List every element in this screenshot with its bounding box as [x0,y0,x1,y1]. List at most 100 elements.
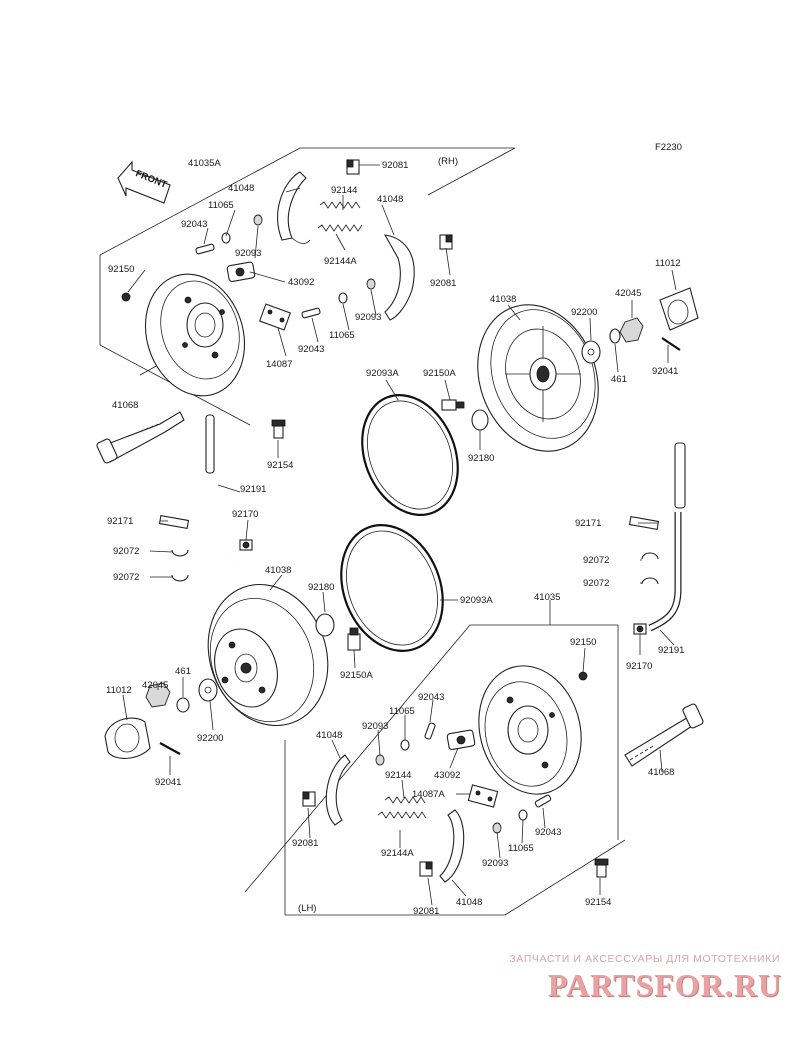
callout-92171-right: 92171 [575,518,601,529]
callout-92170-left: 92170 [232,509,258,520]
rh-section-label: (RH) [438,156,458,167]
rh-spacer [609,328,621,344]
callout-92154-rh: 92154 [267,460,293,471]
rh-brake-panel [144,273,246,397]
lh-pin-lower [534,794,552,808]
lh-washer [198,678,218,702]
rh-bracket [259,303,291,331]
callout-92191-right: 92191 [658,645,684,656]
callout-41048-lh-lower: 41048 [456,897,482,908]
callout-92072-right-1: 92072 [583,555,609,566]
callout-11012-rh: 11012 [655,258,681,269]
callout-461-rh: 461 [611,374,627,385]
rh-washer-upper [221,232,231,244]
lh-shoe-lining-lower [419,861,433,877]
callout-92081-lh-upper: 92081 [292,838,318,849]
lh-bleeder-bolt [594,858,609,878]
rh-brake-shoe-upper [277,171,311,244]
lh-section-frame [244,624,626,916]
callout-92144-lh: 92144 [385,770,411,781]
callout-92144-rh: 92144 [331,185,357,196]
figure-code: F2230 [655,142,682,153]
callout-42045-lh: 42045 [142,680,168,691]
rh-return-spring [319,201,361,209]
callout-41038-rh: 41038 [490,294,516,305]
lh-shoe-lining-upper [302,791,316,807]
lh-return-spring [384,796,426,804]
callout-92081-rh-lower: 92081 [430,278,456,289]
callout-92081-rh-top: 92081 [382,160,408,171]
lh-wheel-cylinder [446,729,476,751]
callout-92093-lh-lower: 92093 [482,858,508,869]
rh-bleeder-bolt [271,419,286,439]
rh-castle-nut [619,317,644,343]
callout-92043-rh-upper: 92043 [181,219,207,230]
callout-92191-left: 92191 [240,484,266,495]
rh-o-ring [471,409,489,431]
lh-axle-shaft [624,703,704,767]
lh-clip-upper [375,754,385,766]
hose-bracket-left [158,514,190,530]
callout-92081-lh-lower: 92081 [413,906,439,917]
brake-hose-upper [205,414,234,567]
lh-o-ring [315,613,335,637]
callout-14087A: 14087A [412,789,445,800]
callout-41068-rh: 41068 [112,400,138,411]
hose-clip-left-1 [171,549,189,557]
callout-43092-rh: 43092 [288,277,314,288]
callout-92041-rh: 92041 [652,366,678,377]
lh-return-spring-a [377,811,427,819]
callout-41035A: 41035A [188,158,221,169]
rh-washer-lower [338,292,348,304]
callout-92093-lh-upper: 92093 [362,721,388,732]
callout-92072-left-1: 92072 [113,546,139,557]
hose-clip-left-2 [171,574,189,582]
callout-41035: 41035 [534,592,560,603]
callout-42045-rh: 42045 [615,288,641,299]
lh-cotter-pin [159,742,181,755]
callout-92150-rh: 92150 [108,264,134,275]
rh-return-spring-a [317,224,363,232]
callout-11065-lh-upper: 11065 [389,706,415,717]
watermark-logo: PARTSFOR.RU [547,967,782,1003]
callout-92093-rh-upper: 92093 [235,248,261,259]
rh-cotter-pin [661,337,681,351]
callout-92072-right-2: 92072 [583,578,609,589]
hose-clip-right-2 [641,577,659,585]
callout-41048-rh-lower: 41048 [377,194,403,205]
callout-92043-lh-upper: 92043 [418,692,444,703]
callout-92144A-rh: 92144A [324,256,357,267]
rh-hub-cap [659,287,699,331]
callout-92093A-rh: 92093A [366,368,399,379]
callout-92150-lh: 92150 [570,637,596,648]
callout-41068-lh: 41068 [648,767,674,778]
watermark-tagline: ЗАПЧАСТИ И АКСЕССУАРЫ ДЛЯ МОТОТЕХНИКИ [509,953,780,965]
callout-92043-lh-lower: 92043 [535,827,561,838]
lh-castle-nut [145,682,171,708]
callout-92093A-lh: 92093A [460,595,493,606]
hose-clamp-upper [239,539,253,551]
rh-clip-upper [253,214,263,226]
lh-brake-shoe-upper [325,754,351,826]
hose-clip-right-1 [641,552,659,560]
front-arrow-icon: FRONT [117,160,171,204]
callout-92041-lh: 92041 [155,777,181,788]
callout-92144A-lh: 92144A [381,848,414,859]
lh-drum-seal [340,524,444,652]
rh-pin-lower [301,307,321,319]
lh-pin-upper [424,722,436,740]
callout-92180-lh: 92180 [308,582,334,593]
rh-washer [581,340,601,364]
lh-bolt [578,671,588,681]
lh-bracket [467,784,499,808]
callout-11065-lh-lower: 11065 [508,843,534,854]
callout-labels: 41035A 92081 41048 92144 11065 92043 920… [106,158,684,917]
rh-drum-bolt [441,399,465,411]
callout-92072-left-2: 92072 [113,572,139,583]
callout-11065-rh-lower: 11065 [329,330,355,341]
callout-92150A-rh: 92150A [423,368,456,379]
callout-41048-rh-upper: 41048 [228,183,254,194]
callout-92200-rh: 92200 [571,307,597,318]
hose-clamp-right [633,623,647,635]
